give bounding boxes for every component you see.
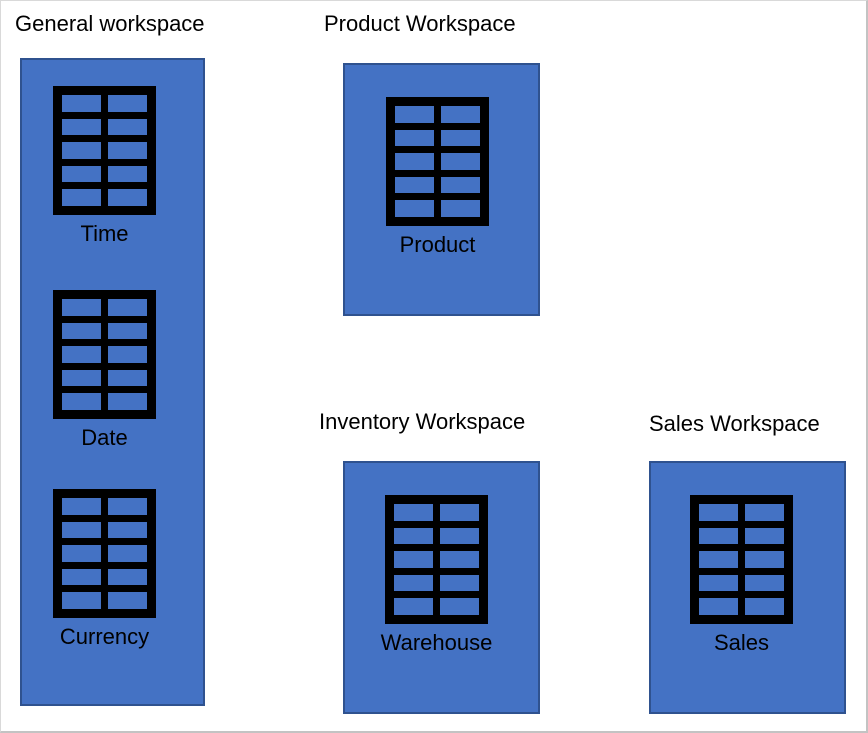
- table-icon-cell: [108, 142, 147, 159]
- table-label: Sales: [713, 630, 770, 655]
- table-icon-cell: [441, 153, 480, 170]
- workspace-box-general: Time Date Currency: [20, 58, 205, 706]
- table-icon-cell: [108, 346, 147, 363]
- table-icon-cell: [62, 322, 101, 340]
- table-icon-cell: [108, 95, 147, 112]
- table-group-time: Time: [53, 86, 156, 247]
- table-icon-cell: [62, 299, 101, 316]
- table-icon-cell: [394, 574, 433, 592]
- table-label: Currency: [59, 624, 150, 649]
- workspace-box-inventory: Warehouse: [343, 461, 540, 714]
- table-icon: [385, 495, 488, 624]
- table-icon-cell: [440, 527, 479, 545]
- table-icon-cell: [62, 189, 101, 206]
- table-label: Time: [80, 221, 129, 246]
- table-icon-cell: [395, 106, 434, 123]
- table-icon-cell: [745, 504, 784, 521]
- table-icon-cell: [441, 129, 480, 147]
- table-icon-cell: [441, 200, 480, 217]
- table-icon-cell: [108, 118, 147, 136]
- table-icon-cell: [699, 527, 738, 545]
- table-icon-cell: [395, 153, 434, 170]
- table-icon-cell: [108, 189, 147, 206]
- table-icon-cell: [62, 346, 101, 363]
- workspace-title-general: General workspace: [15, 11, 205, 36]
- table-icon-cell: [440, 504, 479, 521]
- table-icon-cell: [62, 545, 101, 562]
- table-icon: [53, 86, 156, 215]
- table-icon-cell: [395, 200, 434, 217]
- table-icon-cell: [108, 165, 147, 183]
- table-label: Date: [81, 425, 128, 450]
- table-icon: [53, 290, 156, 419]
- table-group-date: Date: [53, 290, 156, 451]
- table-icon-cell: [108, 592, 147, 609]
- table-label: Warehouse: [380, 630, 493, 655]
- table-icon-cell: [441, 106, 480, 123]
- table-group-warehouse: Warehouse: [381, 495, 492, 656]
- table-icon-cell: [108, 545, 147, 562]
- table-icon-cell: [394, 551, 433, 568]
- table-icon-cell: [395, 176, 434, 194]
- table-group-sales: Sales: [690, 495, 793, 656]
- workspace-title-product: Product Workspace: [324, 11, 516, 36]
- table-icon-cell: [108, 299, 147, 316]
- table-icon-cell: [745, 551, 784, 568]
- workspace-title-sales: Sales Workspace: [649, 411, 820, 436]
- table-icon: [690, 495, 793, 624]
- table-icon-cell: [395, 129, 434, 147]
- table-icon-cell: [440, 598, 479, 615]
- table-icon-cell: [440, 551, 479, 568]
- table-icon-cell: [745, 598, 784, 615]
- workspace-title-inventory: Inventory Workspace: [319, 409, 526, 434]
- table-group-product: Product: [386, 97, 489, 258]
- table-icon-cell: [62, 95, 101, 112]
- table-group-currency: Currency: [53, 489, 156, 650]
- table-icon: [53, 489, 156, 618]
- table-icon-cell: [699, 574, 738, 592]
- table-icon-cell: [62, 393, 101, 410]
- table-icon-cell: [108, 322, 147, 340]
- table-label: Product: [399, 232, 476, 257]
- table-icon-cell: [108, 498, 147, 515]
- table-icon-cell: [699, 598, 738, 615]
- table-icon-cell: [108, 568, 147, 586]
- table-icon-cell: [62, 118, 101, 136]
- table-icon-cell: [394, 527, 433, 545]
- table-icon: [386, 97, 489, 226]
- table-icon-cell: [108, 521, 147, 539]
- table-icon-cell: [62, 521, 101, 539]
- table-icon-cell: [441, 176, 480, 194]
- workspace-box-sales: Sales: [649, 461, 846, 714]
- table-icon-cell: [62, 498, 101, 515]
- table-icon-cell: [745, 574, 784, 592]
- table-icon-cell: [699, 551, 738, 568]
- table-icon-cell: [62, 369, 101, 387]
- table-icon-cell: [440, 574, 479, 592]
- workspace-box-product: Product: [343, 63, 540, 316]
- table-icon-cell: [62, 165, 101, 183]
- table-icon-cell: [108, 369, 147, 387]
- table-icon-cell: [745, 527, 784, 545]
- table-icon-cell: [62, 592, 101, 609]
- table-icon-cell: [108, 393, 147, 410]
- table-icon-cell: [699, 504, 738, 521]
- table-icon-cell: [62, 568, 101, 586]
- table-icon-cell: [62, 142, 101, 159]
- table-icon-cell: [394, 598, 433, 615]
- table-icon-cell: [394, 504, 433, 521]
